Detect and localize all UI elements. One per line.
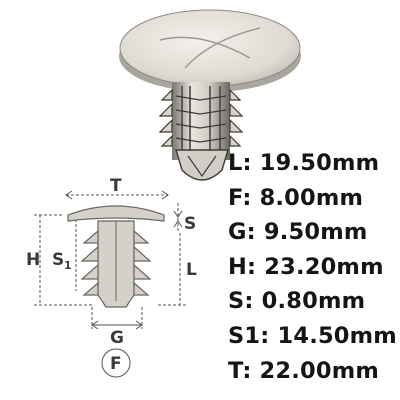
label-h: H xyxy=(26,250,40,270)
spec-head-thickness: S: 0.80mm xyxy=(228,288,366,315)
dimension-drawing: T H S 1 S L G F xyxy=(26,176,197,378)
label-s1: S xyxy=(52,250,64,270)
label-t: T xyxy=(110,176,122,196)
spec-list: L: 19.50mm F: 8.00mm G: 9.50mm H: 23.20m… xyxy=(228,146,400,388)
label-f: F xyxy=(110,354,122,374)
spec-stem-width: G: 9.50mm xyxy=(228,219,368,246)
spec-stem-length: S1: 14.50mm xyxy=(228,322,397,349)
clip-section xyxy=(67,205,165,308)
label-s: S xyxy=(184,214,196,234)
label-g: G xyxy=(110,328,124,348)
label-s1-sub: 1 xyxy=(64,259,72,272)
cap-cross-mark xyxy=(159,36,251,59)
spec-hole-diameter: F: 8.00mm xyxy=(228,184,364,211)
spec-height: H: 23.20mm xyxy=(228,253,384,280)
clip-stem xyxy=(158,82,244,160)
label-l: L xyxy=(186,260,197,280)
spec-head-diameter: T: 22.00mm xyxy=(228,357,380,384)
clip-photo xyxy=(119,9,301,181)
spec-length: L: 19.50mm xyxy=(228,150,380,176)
cap-cross-mark xyxy=(184,27,261,69)
